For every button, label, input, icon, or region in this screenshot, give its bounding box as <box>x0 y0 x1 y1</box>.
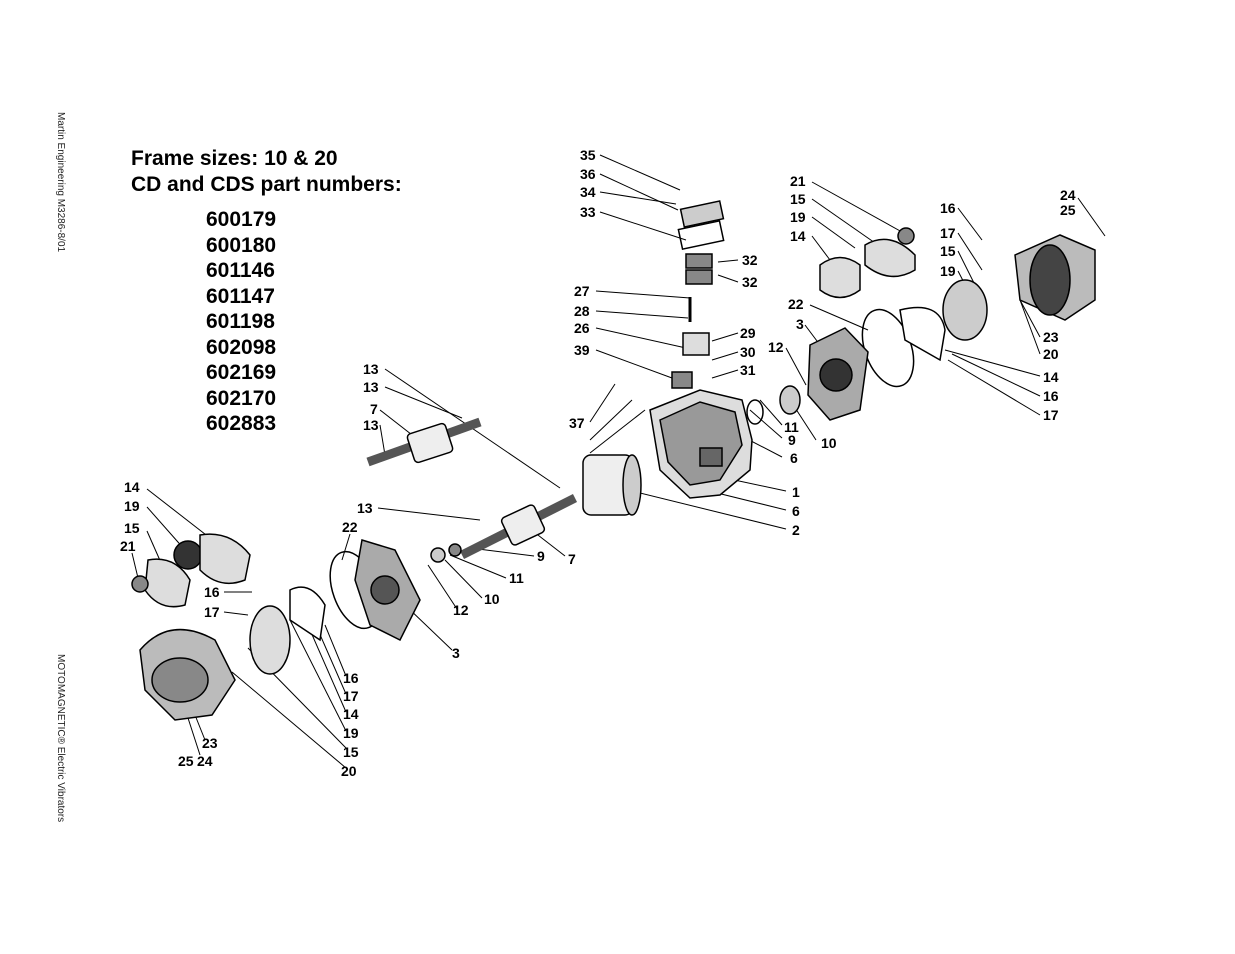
callout-21: 21 <box>790 173 806 189</box>
callout-28: 28 <box>574 303 590 319</box>
part-numbers-heading: CD and CDS part numbers: <box>131 173 402 196</box>
callout-23: 23 <box>1043 329 1059 345</box>
part-number-list: 600179 600180 601146 601147 601198 60209… <box>206 207 276 437</box>
callout-21: 21 <box>120 538 136 554</box>
callout-15: 15 <box>343 744 359 760</box>
callout-17: 17 <box>343 688 359 704</box>
callout-12: 12 <box>768 339 784 355</box>
callout-20: 20 <box>341 763 357 779</box>
callout-12: 12 <box>453 602 469 618</box>
callout-20: 20 <box>1043 346 1059 362</box>
callout-10: 10 <box>484 591 500 607</box>
part-number: 600180 <box>206 233 277 257</box>
callout-34: 34 <box>580 184 596 200</box>
callout-22: 22 <box>788 296 804 312</box>
callout-31: 31 <box>740 362 756 378</box>
callout-19: 19 <box>790 209 806 225</box>
shaft-lower <box>459 493 578 560</box>
part-number: 600179 <box>206 208 277 231</box>
stator-coil <box>582 454 642 516</box>
callout-6: 6 <box>792 503 800 519</box>
callout-16: 16 <box>343 670 359 686</box>
shaft-upper <box>366 417 482 467</box>
callout-33: 33 <box>580 204 596 220</box>
part-number: 602883 <box>206 412 277 435</box>
callout-7: 7 <box>568 551 576 567</box>
callout-29: 29 <box>740 325 756 341</box>
callout-19: 19 <box>124 498 140 514</box>
callout-6: 6 <box>790 450 798 466</box>
callout-3: 3 <box>452 645 460 661</box>
callout-15: 15 <box>124 520 140 536</box>
callout-2: 2 <box>792 522 800 538</box>
callout-15: 15 <box>790 191 806 207</box>
callout-24: 24 <box>1060 187 1076 203</box>
callout-13: 13 <box>363 379 379 395</box>
callout-14: 14 <box>1043 369 1059 385</box>
motor-housing <box>649 389 753 499</box>
callout-labels: 35 36 34 33 32 32 27 28 26 29 39 30 31 3… <box>120 147 1076 779</box>
callout-30: 30 <box>740 344 756 360</box>
callout-7: 7 <box>370 401 378 417</box>
callout-11: 11 <box>784 419 799 435</box>
callout-1: 1 <box>792 484 800 500</box>
callout-15: 15 <box>940 243 956 259</box>
callout-17: 17 <box>204 604 220 620</box>
callout-32: 32 <box>742 274 758 290</box>
callout-17: 17 <box>1043 407 1059 423</box>
callout-9: 9 <box>537 548 545 564</box>
right-end-parts <box>746 227 1096 425</box>
callout-19: 19 <box>343 725 359 741</box>
callout-25: 25 <box>178 753 194 769</box>
callout-11: 11 <box>509 570 524 586</box>
part-number: 602169 <box>206 361 277 384</box>
callout-16: 16 <box>1043 388 1059 404</box>
callout-16: 16 <box>940 200 956 216</box>
callout-36: 36 <box>580 166 596 182</box>
callout-14: 14 <box>790 228 806 244</box>
callout-39: 39 <box>574 342 590 358</box>
callout-14: 14 <box>343 706 359 722</box>
part-number: 602170 <box>206 386 277 410</box>
callout-26: 26 <box>574 320 590 336</box>
callout-13: 13 <box>357 500 373 516</box>
callout-22: 22 <box>342 519 358 535</box>
callout-23: 23 <box>202 735 218 751</box>
part-number: 602098 <box>206 335 277 359</box>
part-number: 601198 <box>206 310 275 333</box>
callout-14: 14 <box>124 479 140 495</box>
callout-37: 37 <box>569 415 585 431</box>
frame-sizes-heading: Frame sizes: 10 & 20 <box>131 147 338 170</box>
callout-3: 3 <box>796 316 804 332</box>
part-number: 601147 <box>206 284 275 308</box>
callout-17: 17 <box>940 225 956 241</box>
left-end-parts <box>131 533 462 721</box>
callout-25: 25 <box>1060 202 1076 218</box>
callout-24: 24 <box>197 753 213 769</box>
callout-16: 16 <box>204 584 220 600</box>
callout-10: 10 <box>821 435 837 451</box>
callout-9: 9 <box>788 432 796 448</box>
callout-13: 13 <box>363 361 379 377</box>
part-number: 601146 <box>206 259 275 282</box>
callout-27: 27 <box>574 283 590 299</box>
callout-13: 13 <box>363 417 379 433</box>
callout-19: 19 <box>940 263 956 279</box>
callout-32: 32 <box>742 252 758 268</box>
callout-35: 35 <box>580 147 596 163</box>
upper-cover-parts <box>671 200 725 389</box>
